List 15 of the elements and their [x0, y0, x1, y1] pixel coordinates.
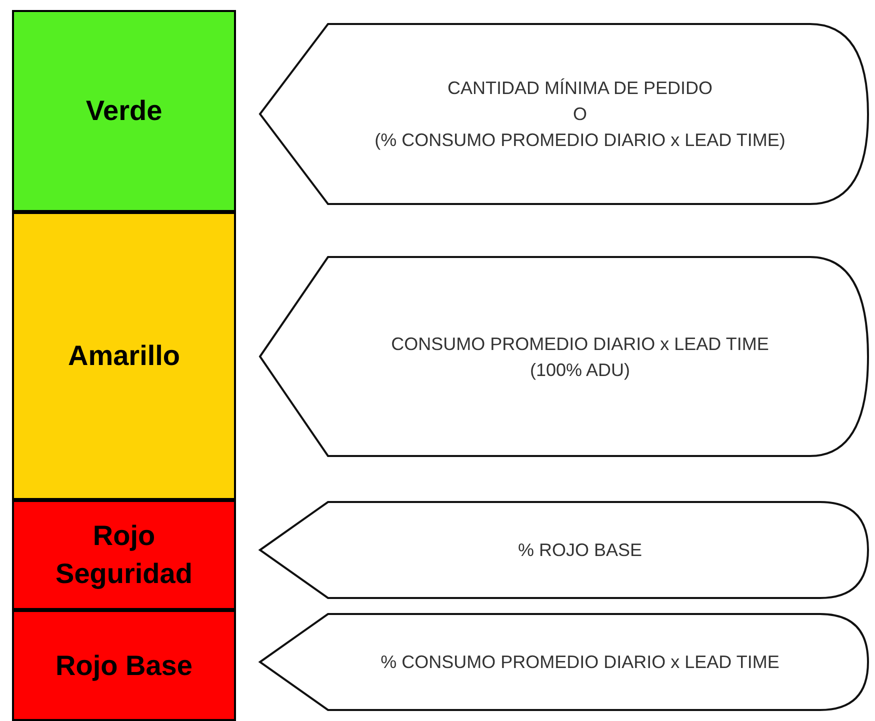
- zone-label: Rojo Base: [56, 648, 192, 683]
- callout-text: CONSUMO PROMEDIO DIARIO x LEAD TIME: [391, 332, 769, 356]
- zone-label: Amarillo: [68, 339, 180, 373]
- callout-text: (% CONSUMO PROMEDIO DIARIO x LEAD TIME): [374, 129, 786, 152]
- zone-band: [12, 212, 236, 500]
- callout-text: % CONSUMO PROMEDIO DIARIO x LEAD TIME: [380, 651, 780, 674]
- callout-text: % ROJO BASE: [518, 539, 642, 562]
- callout-text: (100% ADU): [530, 358, 630, 382]
- zone-label: Verde: [86, 94, 162, 128]
- callout-text: O: [572, 103, 587, 126]
- zone-band: [12, 10, 236, 212]
- zone-label: Rojo Seguridad: [54, 519, 194, 591]
- zone-band: [12, 500, 236, 610]
- zone-band: [12, 610, 236, 721]
- callout-text: CANTIDAD MÍNIMA DE PEDIDO: [447, 77, 713, 100]
